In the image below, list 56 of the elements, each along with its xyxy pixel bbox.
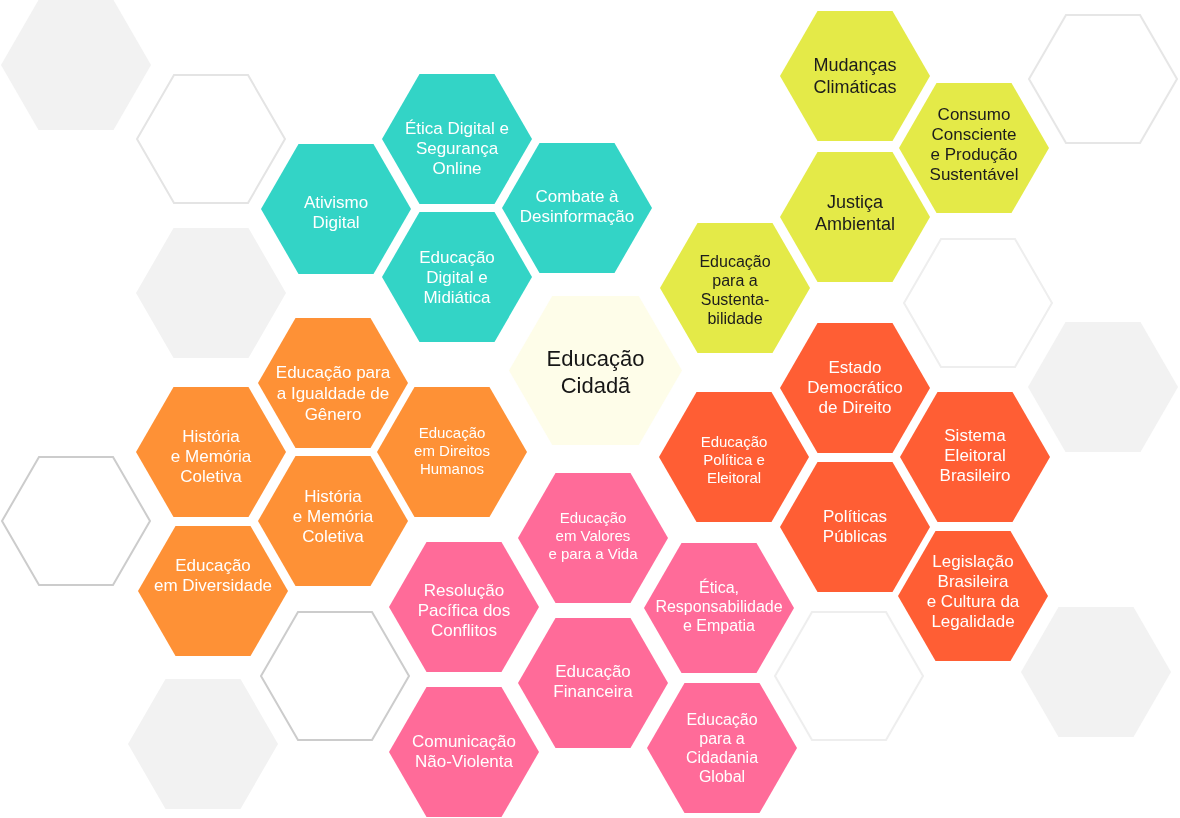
topic-label: Educação para a Igualdade de Gênero	[274, 361, 392, 425]
topic-hexagon	[647, 683, 797, 813]
topic-hexagon	[780, 11, 930, 141]
topic-label: Educação para a Sustenta- bilidade	[698, 252, 772, 328]
topic-label: Combate à Desinformação	[518, 187, 636, 227]
topic-label: Estado Democrático de Direito	[806, 358, 904, 418]
topic-hexagon	[659, 392, 809, 522]
topic-label: Educação Política e Eleitoral	[699, 433, 769, 487]
central-topic-label: Educação Cidadã	[545, 344, 646, 399]
topic-hexagon	[660, 223, 810, 353]
topic-label: Educação em Diversidade	[152, 556, 274, 596]
topic-label: Educação em Direitos Humanos	[413, 424, 491, 478]
topic-label: Mudanças Climáticas	[812, 54, 898, 98]
filled-hexagon	[1, 0, 151, 130]
filled-hexagon	[136, 228, 286, 358]
topic-label: Ética Digital e Segurança Online	[404, 119, 510, 179]
topic-hexagon	[780, 152, 930, 282]
topic-label: Educação Financeira	[552, 662, 634, 702]
topic-hexagon	[138, 526, 288, 656]
topic-label: Educação para a Cidadania Global	[684, 710, 760, 786]
topic-label: Ética, Responsabilidade e Empatia	[654, 577, 784, 635]
topic-label: Educação Digital e Midiática	[418, 248, 496, 308]
outlined-hexagon	[1, 456, 151, 586]
topic-hexagon	[261, 144, 411, 274]
topic-label: Legislação Brasileira e Cultura da Legalidade	[925, 552, 1021, 632]
topic-label: Políticas Públicas	[821, 507, 889, 547]
topic-hexagon	[780, 462, 930, 592]
topic-hexagon	[518, 618, 668, 748]
topic-hexagon	[900, 392, 1050, 522]
topic-hexagon	[898, 531, 1048, 661]
topic-hexagon	[258, 318, 408, 448]
filled-hexagon	[1028, 322, 1178, 452]
outlined-hexagon	[136, 74, 286, 204]
topic-label: Resolução Pacífica dos Conflitos	[416, 581, 512, 641]
topic-hexagon	[899, 83, 1049, 213]
topic-hexagon	[389, 542, 539, 672]
topic-label: Sistema Eleitoral Brasileiro	[938, 426, 1012, 486]
filled-hexagon	[1021, 607, 1171, 737]
topic-label: História e Memória Coletiva	[291, 487, 375, 547]
topic-hexagon	[644, 543, 794, 673]
outlined-hexagon	[260, 611, 410, 741]
topic-hexagon	[502, 143, 652, 273]
central-topic-hexagon	[509, 296, 682, 445]
topic-label: Educação em Valores e para a Vida	[547, 509, 639, 563]
outlined-hexagon	[903, 238, 1053, 368]
topic-label: Justiça Ambiental	[813, 191, 896, 235]
topic-label: Consumo Consciente e Produção Sustentável	[928, 105, 1020, 185]
topic-label: Ativismo Digital	[302, 193, 370, 233]
filled-hexagon	[128, 679, 278, 809]
topic-hexagon	[389, 687, 539, 817]
topic-label: Comunicação Não-Violenta	[411, 732, 517, 772]
outlined-hexagon	[1028, 14, 1178, 144]
topic-hexagon	[382, 74, 532, 204]
topic-label: História e Memória Coletiva	[169, 427, 253, 487]
topic-hexagon	[136, 387, 286, 517]
topic-hexagon	[780, 323, 930, 453]
